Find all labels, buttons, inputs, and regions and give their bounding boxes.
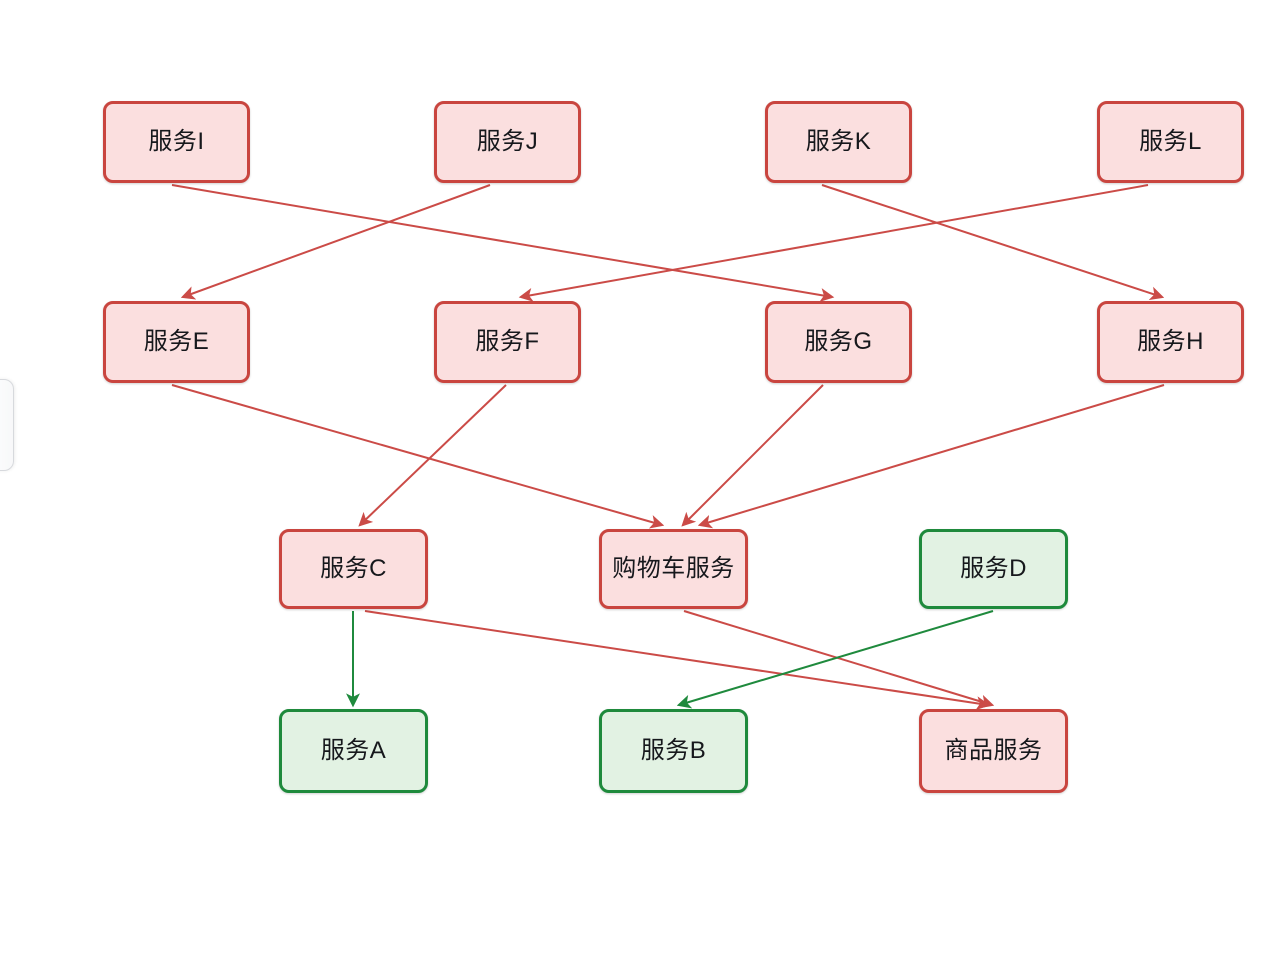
node-svcH[interactable]: 服务H [1097,301,1244,383]
node-label: 服务H [1137,328,1204,355]
edge-svcD-to-svcB [676,610,994,709]
edge-svcK-to-svcH [821,184,1165,300]
edge-svcF-to-svcC [358,384,507,527]
node-goods[interactable]: 商品服务 [919,709,1068,793]
node-label: 服务J [476,128,539,155]
node-label: 购物车服务 [612,555,735,582]
node-svcL[interactable]: 服务L [1097,101,1244,183]
node-label: 服务L [1139,128,1202,155]
node-label: 商品服务 [944,737,1043,764]
left-drawer-handle[interactable] [0,379,14,471]
node-label: 服务C [320,555,387,582]
edge-svcI-to-svcG [171,184,835,302]
node-label: 服务A [320,737,387,764]
edge-cart-to-goods [683,610,995,709]
node-label: 服务B [640,737,707,764]
edge-svcJ-to-svcE [180,184,491,300]
node-svcB[interactable]: 服务B [599,709,748,793]
edge-svcL-to-svcF [518,184,1149,302]
node-label: 服务I [148,128,205,155]
node-svcI[interactable]: 服务I [103,101,250,183]
node-svcK[interactable]: 服务K [765,101,912,183]
node-cart[interactable]: 购物车服务 [599,529,748,609]
edge-svcG-to-cart [681,384,824,527]
node-label: 服务D [960,555,1027,582]
node-svcE[interactable]: 服务E [103,301,250,383]
node-svcJ[interactable]: 服务J [434,101,581,183]
node-svcD[interactable]: 服务D [919,529,1068,609]
node-svcA[interactable]: 服务A [279,709,428,793]
node-svcC[interactable]: 服务C [279,529,428,609]
edge-svcE-to-cart [171,384,665,529]
node-svcF[interactable]: 服务F [434,301,581,383]
node-label: 服务E [143,328,210,355]
node-label: 服务G [804,328,873,355]
node-label: 服务F [475,328,540,355]
node-svcG[interactable]: 服务G [765,301,912,383]
edge-svcH-to-cart [697,384,1165,529]
edge-svcC-to-goods [364,610,991,711]
node-label: 服务K [805,128,872,155]
